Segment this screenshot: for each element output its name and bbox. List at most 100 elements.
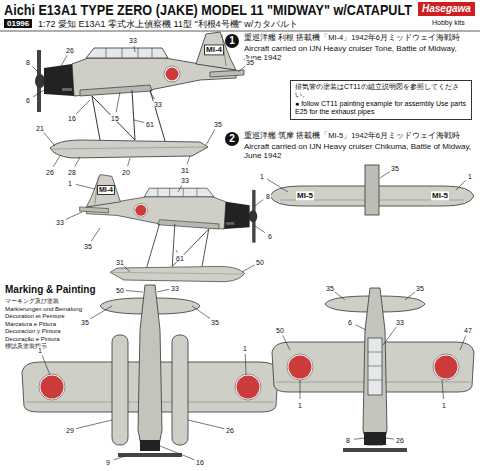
leader-line bbox=[42, 356, 50, 375]
callout-number: 1 bbox=[259, 173, 265, 180]
callout-number: 50 bbox=[115, 287, 125, 294]
brand-logo: Hasegawa bbox=[418, 2, 475, 16]
language-line: Markierungen und Bemalung bbox=[5, 306, 82, 313]
callout-number: 1 bbox=[242, 345, 248, 352]
leader-line bbox=[75, 157, 80, 167]
callout-number: 1 bbox=[441, 402, 447, 409]
leader-line bbox=[33, 90, 44, 97]
callout-number: 16 bbox=[195, 459, 205, 466]
callout-number: 26 bbox=[45, 169, 55, 176]
leader-line bbox=[53, 156, 60, 167]
node-text: 排気管の塗装はCT11の組立説明図を参照してください。 bbox=[295, 83, 467, 100]
callout-number: 6 bbox=[347, 319, 353, 326]
leader-line bbox=[238, 66, 245, 72]
leader-line bbox=[188, 420, 224, 429]
language-line: Decoración y Pintura bbox=[5, 328, 61, 335]
leader-line bbox=[386, 438, 394, 439]
leader-line bbox=[355, 325, 366, 330]
callout-number: 15 bbox=[110, 115, 120, 122]
callout-number: 61 bbox=[145, 121, 155, 128]
callout-number: 28 bbox=[67, 169, 77, 176]
subtitle: 1:72 愛知 E13A1 零式水上偵察機 11型 "利根4号機" w/カタパル… bbox=[38, 19, 298, 29]
callout-number: 35 bbox=[83, 243, 93, 250]
callout-number: 26 bbox=[65, 47, 75, 54]
leader-line bbox=[134, 120, 144, 123]
callout-number: 31 bbox=[115, 259, 125, 266]
section-number: 1 bbox=[225, 34, 239, 48]
callout-number: 8 bbox=[25, 59, 31, 66]
scheme-heading: 重巡洋艦 筑摩 搭載機「MI-5」1942年6月ミッドウェイ海戦時 bbox=[244, 132, 460, 141]
callout-number: 21 bbox=[35, 125, 45, 132]
callout-number: 9 bbox=[105, 459, 111, 466]
language-line: Decoração e Pintura bbox=[5, 336, 60, 343]
callout-number: 33 bbox=[128, 37, 138, 44]
callout-number: 1 bbox=[467, 173, 473, 180]
callout-number: 35 bbox=[245, 59, 255, 66]
callout-number: 50 bbox=[275, 327, 285, 334]
leader-line bbox=[134, 46, 135, 52]
callout-number: 35 bbox=[390, 165, 400, 172]
leader-line bbox=[60, 55, 67, 68]
callout-number: 33 bbox=[153, 101, 163, 108]
code-marking: MI-5 bbox=[431, 191, 449, 200]
callout-number: 35 bbox=[325, 285, 335, 292]
leader-line bbox=[245, 354, 247, 375]
leader-line bbox=[157, 289, 169, 292]
leader-line bbox=[255, 226, 265, 233]
callout-number: 47 bbox=[463, 327, 473, 334]
language-line: Décoration et Peinture bbox=[5, 313, 65, 320]
callout-number: 35 bbox=[415, 285, 425, 292]
callout-number: 33 bbox=[395, 319, 405, 326]
brand-sub: Hobby kits bbox=[432, 19, 465, 27]
leader-line bbox=[192, 306, 210, 319]
callout-number: 26 bbox=[395, 437, 405, 444]
scheme-heading: 重巡洋艦 利根 搭載機「MI-4」1942年6月ミッドウェイ海戦時 bbox=[244, 34, 460, 43]
leader-line bbox=[76, 184, 95, 189]
section-heading: Marking & Painting bbox=[5, 284, 96, 296]
callout-number: 61 bbox=[175, 255, 185, 262]
note-box: 排気管の塗装はCT11の組立説明図を参照してください。● follow CT11… bbox=[290, 80, 472, 120]
code-marking: MI-5 bbox=[296, 191, 314, 200]
leader-line bbox=[405, 292, 415, 300]
callout-number: 35 bbox=[80, 319, 90, 326]
leader-line bbox=[126, 291, 143, 292]
section-number: 2 bbox=[225, 132, 239, 146]
leader-line bbox=[283, 335, 290, 350]
callout-number: 31 bbox=[180, 167, 190, 174]
leader-line bbox=[242, 265, 255, 272]
callout-number: 26 bbox=[225, 427, 235, 434]
node-text: 2 bbox=[225, 132, 239, 146]
leader-line bbox=[114, 456, 125, 460]
leader-line bbox=[124, 266, 130, 272]
language-line: Marcatura e Pittura bbox=[5, 321, 56, 328]
leader-line bbox=[300, 380, 301, 399]
title: Aichi E13A1 TYPE ZERO (JAKE) MODEL 11 "M… bbox=[4, 2, 412, 18]
leader-line bbox=[76, 100, 90, 114]
leader-line bbox=[460, 336, 466, 350]
callout-number: 29 bbox=[65, 427, 75, 434]
leader-line bbox=[150, 92, 155, 99]
callout-number: 1 bbox=[297, 402, 303, 409]
leader-line bbox=[206, 129, 215, 145]
callout-number: 20 bbox=[121, 169, 131, 176]
callout-number: 33 bbox=[180, 177, 190, 184]
callout-number: 50 bbox=[255, 259, 265, 266]
callout-number: 33 bbox=[55, 219, 65, 226]
callout-number: 35 bbox=[213, 121, 223, 128]
node-text: ● follow CT11 painting example for assem… bbox=[295, 100, 467, 117]
leader-line bbox=[354, 438, 365, 439]
leader-line bbox=[335, 292, 345, 300]
callout-number: 33 bbox=[170, 285, 180, 292]
leader-line bbox=[128, 158, 130, 166]
leader-line bbox=[44, 133, 55, 146]
callout-number: 6 bbox=[25, 97, 31, 104]
leader-line bbox=[160, 446, 194, 460]
leader-line bbox=[383, 327, 396, 345]
leader-line bbox=[267, 179, 288, 192]
leader-line bbox=[91, 228, 100, 241]
leader-line bbox=[178, 185, 182, 192]
leader-line bbox=[116, 92, 120, 112]
scheme-caption: Aircraft carried on IJN Heavy cruiser Ch… bbox=[244, 142, 474, 160]
leader-line bbox=[187, 156, 190, 164]
